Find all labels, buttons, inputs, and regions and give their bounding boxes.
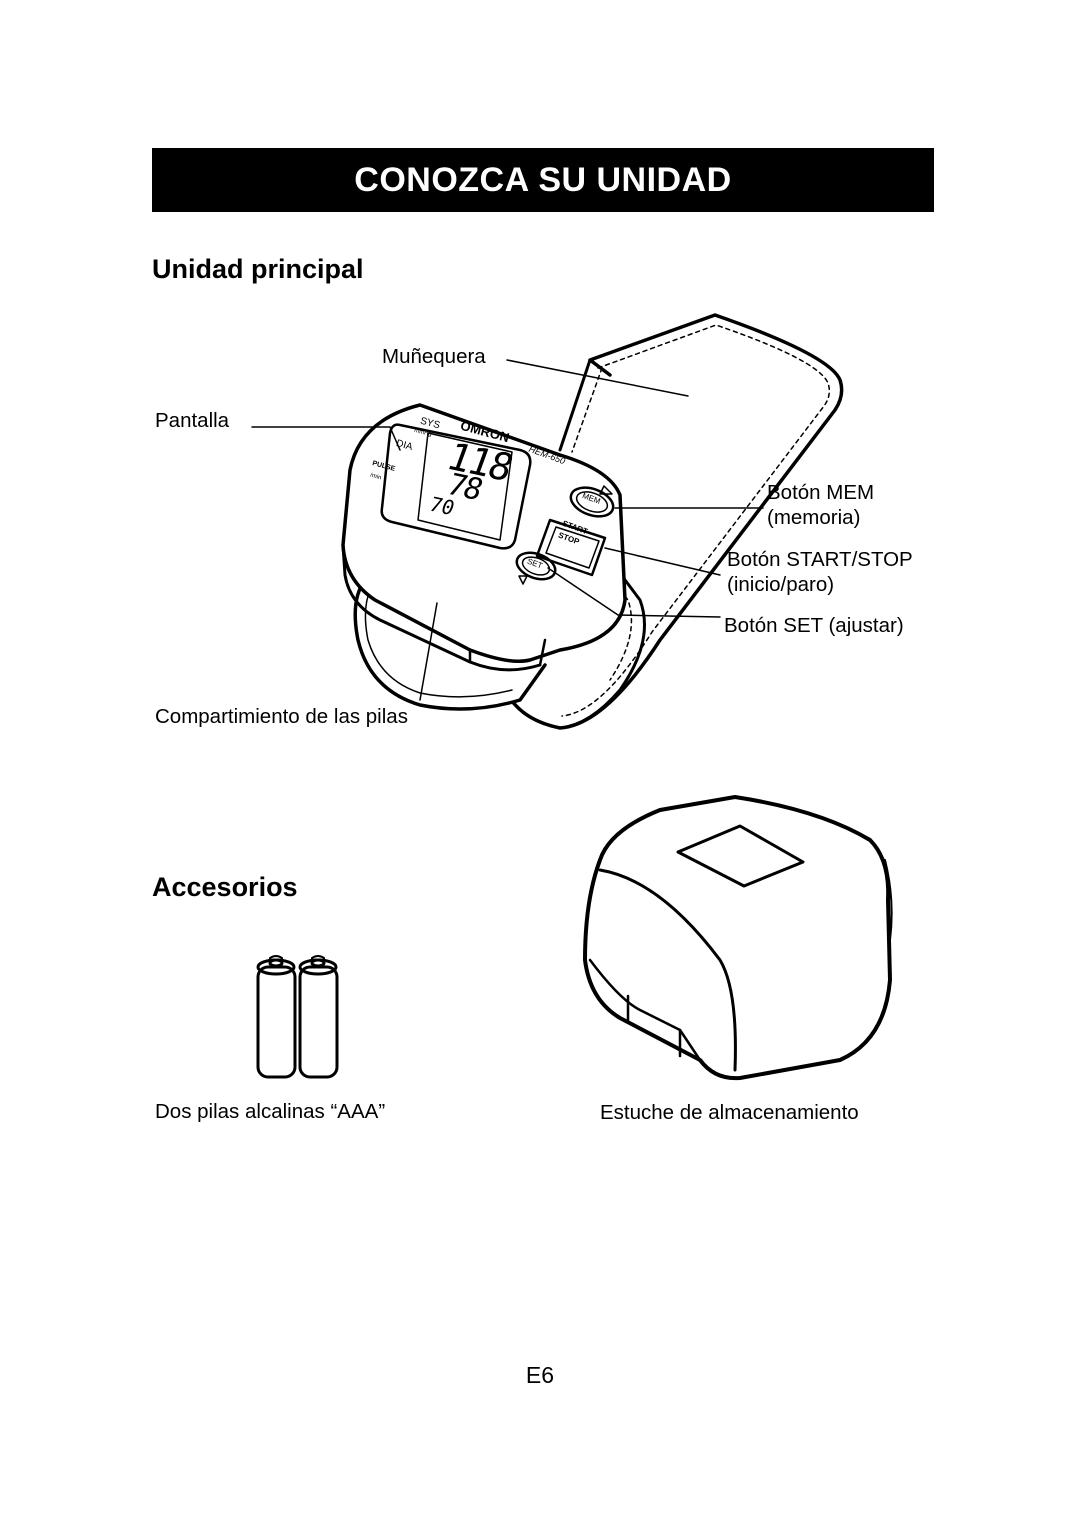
leader-lines xyxy=(251,359,764,701)
page-number: E6 xyxy=(525,1362,555,1388)
banner-title: CONOZCA SU UNIDAD xyxy=(354,160,732,199)
mem-button-sublabel: (memoria) xyxy=(767,506,861,529)
batteries-label: Dos pilas alcalinas “AAA” xyxy=(155,1100,386,1123)
start-stop-button-sublabel: (inicio/paro) xyxy=(727,573,835,596)
storage-case-illustration xyxy=(583,795,893,1081)
mem-button-label: Botón MEM xyxy=(767,481,875,504)
storage-case-label: Estuche de almacenamiento xyxy=(600,1101,859,1124)
batteries-illustration xyxy=(256,955,339,1079)
main-unit-heading: Unidad principal xyxy=(152,254,364,284)
wristband-label: Muñequera xyxy=(382,345,486,368)
battery-compartment-label: Compartimiento de las pilas xyxy=(155,705,408,728)
accessories-heading: Accesorios xyxy=(152,872,298,902)
start-stop-button-label: Botón START/STOP xyxy=(727,548,913,571)
section-banner: CONOZCA SU UNIDAD xyxy=(152,148,934,212)
set-button-label: Botón SET (ajustar) xyxy=(724,614,904,637)
display-label: Pantalla xyxy=(155,409,230,432)
